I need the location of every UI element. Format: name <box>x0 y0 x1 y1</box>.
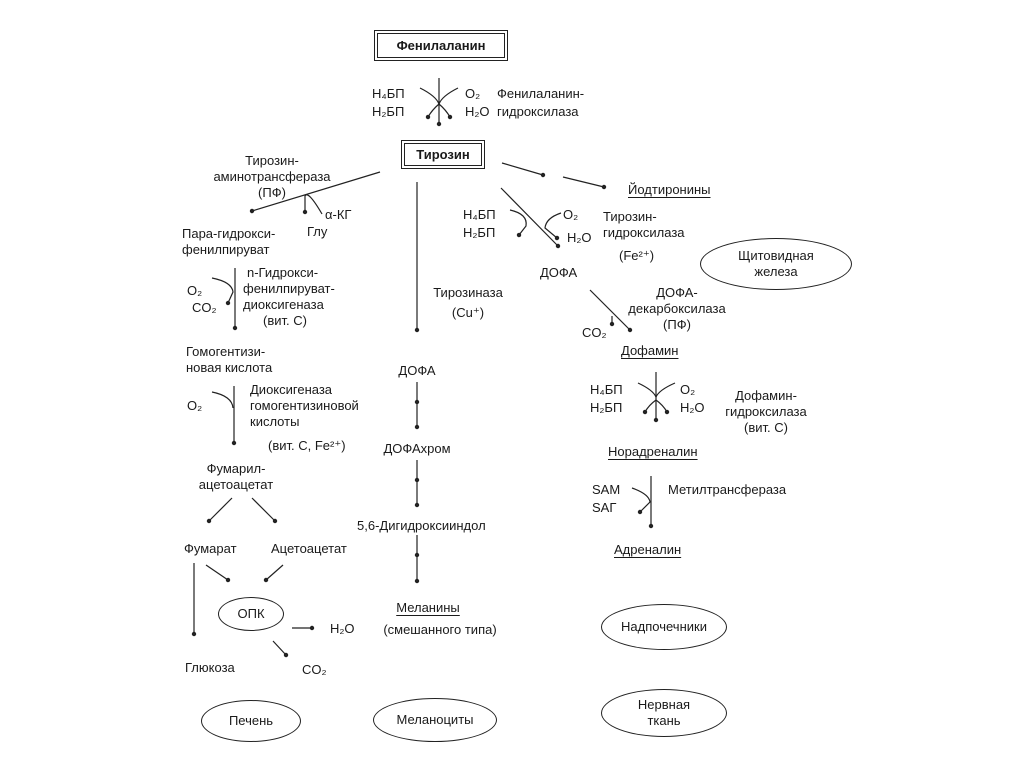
cofactor-curve-h4bp-th <box>509 209 527 238</box>
dopa-decarboxylase-enzyme: ДОФА- декарбоксилаза (ПФ) <box>628 285 726 332</box>
tyrosine-box: Тирозин <box>401 140 485 169</box>
arrow-fumarate-tca <box>205 564 231 583</box>
o2-label-3: O₂ <box>187 398 203 413</box>
h2o-label-3: H₂O <box>567 230 592 245</box>
h2bp-label-3: H₂БП <box>590 400 623 415</box>
cofactor-curve-o2 <box>438 87 459 105</box>
liver-label: Печень <box>228 713 274 728</box>
hga-dioxygenase-cofactors: (вит. С, Fe²⁺) <box>268 438 346 453</box>
h2o-label-1: H₂O <box>465 104 490 119</box>
arrow-tca-co2 <box>272 640 289 658</box>
phenylalanine-label: Фенилаланин <box>377 33 505 58</box>
iodothyronines-label: Йодтиронины <box>628 182 711 197</box>
cofactor-curve-o2-2 <box>211 391 234 409</box>
fumarate-label: Фумарат <box>184 541 237 556</box>
cofactor-curve-akg <box>302 194 323 215</box>
tyr-hydroxylase-enzyme: Тирозин- гидроксилаза <box>603 209 685 240</box>
phe-hydroxylase-enzyme: Фенилаланин- гидроксилаза <box>497 86 585 119</box>
adrenal-ellipse: Надпочечники <box>601 604 727 650</box>
cofactor-curve-h4bp <box>419 87 440 105</box>
h2bp-label-1: H₂БП <box>372 104 405 119</box>
sag-label: SAГ <box>592 500 617 515</box>
tyrosine-label: Тирозин <box>404 143 482 166</box>
tyr-hydroxylase-cofactor: (Fe²⁺) <box>619 248 655 263</box>
tca-ellipse: ОПК <box>218 597 284 631</box>
h4bp-label-2: H₄БП <box>463 207 496 222</box>
adrenal-label: Надпочечники <box>621 619 707 634</box>
h2o-label-2: H₂O <box>330 621 355 636</box>
melanins-label: Меланины <box>396 600 460 615</box>
hga-dioxygenase-enzyme: Диоксигеназа гомогентизиновой кислоты <box>250 382 359 429</box>
dhi-label: 5,6-Дигидроксииндол <box>357 518 486 533</box>
cofactor-curve-h2bp-dbh <box>642 399 657 415</box>
o2-label-2: O₂ <box>187 283 203 298</box>
para-hydroxyphenylpyruvate: Пара-гидрокси- фенилпируват <box>182 226 276 257</box>
arrow-tyr-dopa <box>500 187 561 249</box>
acetoacetate-label: Ацетоацетат <box>271 541 347 556</box>
dopamine-hydroxylase-enzyme: Дофамин- гидроксилаза (вит. С) <box>725 388 807 435</box>
dopa-label: ДОФА <box>540 265 578 280</box>
arrow-acetoacetate-tca <box>263 564 284 583</box>
arrow-faa-acetoacetate <box>251 497 278 524</box>
arrow-tyr-iodo-1 <box>501 162 546 178</box>
glucose-label: Глюкоза <box>185 660 235 675</box>
cofactor-curve-o2-1 <box>211 277 234 306</box>
phenylalanine-box: Фенилаланин <box>374 30 508 61</box>
h2bp-label-2: H₂БП <box>463 225 496 240</box>
nerve-tissue-ellipse: Нервная ткань <box>601 689 727 737</box>
arrow-tyr-iodo-2 <box>562 176 607 190</box>
thyroid-ellipse: Щитовидная железа <box>700 238 852 290</box>
nerve-tissue-label: Нервная ткань <box>637 697 691 728</box>
cofactor-curve-o2-dbh <box>655 382 676 398</box>
cofactor-curve-h4bp-dbh <box>637 382 657 398</box>
sam-label: SAM <box>592 482 621 497</box>
liver-ellipse: Печень <box>201 700 301 742</box>
tyrosinase-enzyme: Тирозиназа (Cu⁺) <box>433 285 503 320</box>
arrow-tyr-phpp <box>249 171 381 214</box>
thyroid-label: Щитовидная железа <box>738 248 814 279</box>
h4bp-label-1: H₄БП <box>372 86 405 101</box>
dopamine-label: Дофамин <box>621 343 679 358</box>
cofactor-curve-sam <box>631 487 651 515</box>
glu-label: Глу <box>307 224 328 239</box>
melanocytes-ellipse: Меланоциты <box>373 698 497 742</box>
o2-label-5: O₂ <box>680 382 696 397</box>
homogentisic-acid: Гомогентизи- новая кислота <box>186 344 273 375</box>
arrow-dopa-dopamine <box>589 289 633 333</box>
phpp-dioxygenase-enzyme: n-Гидрокси- фенилпируват- диоксигеназа (… <box>243 265 335 328</box>
dopa-melanin-label: ДОФА <box>398 363 436 378</box>
o2-label-1: O₂ <box>465 86 481 101</box>
cofactor-curve-h2o-dbh <box>655 399 670 415</box>
co2-label-1: CO₂ <box>192 300 217 315</box>
adrenaline-label: Адреналин <box>614 542 682 557</box>
co2-label-3: CO₂ <box>582 325 607 340</box>
fumarylacetoacetate: Фумарил- ацетоацетат <box>198 461 274 492</box>
akg-label: α-КГ <box>325 207 352 222</box>
noradrenaline-label: Норадреналин <box>608 444 698 459</box>
melanins-note: (смешанного типа) <box>383 622 497 637</box>
melanocytes-label: Меланоциты <box>396 712 474 727</box>
tca-label: ОПК <box>237 606 265 621</box>
arrow-faa-fumarate <box>206 497 233 524</box>
o2-label-4: O₂ <box>563 207 579 222</box>
co2-label-2: CO₂ <box>302 662 327 677</box>
methyltransferase-enzyme: Метилтрансфераза <box>668 482 787 497</box>
tyr-aminotransferase-enzyme: Тирозин- аминотрансфераза (ПФ) <box>213 153 331 200</box>
h4bp-label-3: H₄БП <box>590 382 623 397</box>
cofactor-curve-h2bp <box>425 103 440 120</box>
cofactor-curve-o2-th <box>544 212 562 241</box>
h2o-label-4: H₂O <box>680 400 705 415</box>
cofactor-curve-h2o <box>438 103 453 120</box>
dopachrome-label: ДОФАхром <box>383 441 451 456</box>
